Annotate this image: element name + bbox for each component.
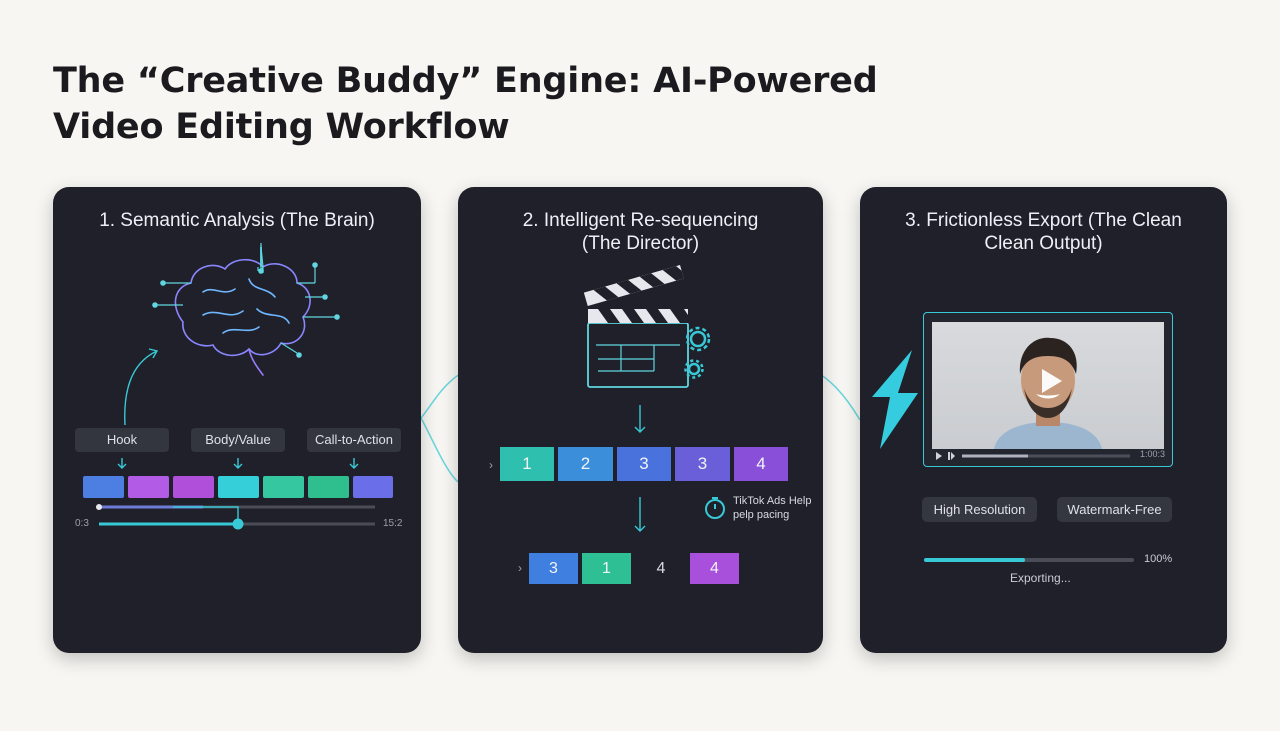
player-controls[interactable] (924, 449, 1172, 463)
export-progress-track (924, 558, 1134, 562)
arrow-down-icon (117, 458, 127, 469)
gear-icon (684, 326, 711, 379)
panel-re-sequencing: 2. Intelligent Re-sequencing (The Direct… (458, 187, 823, 653)
lightning-icon (872, 350, 918, 449)
panel2-title: 2. Intelligent Re-sequencing (The Direct… (468, 209, 813, 255)
clip-block (173, 476, 214, 498)
label-hook: Hook (75, 428, 169, 452)
player-time: 1:00:3 (1140, 449, 1166, 459)
play-icon[interactable] (1036, 366, 1066, 396)
title-line-1: The “Creative Buddy” Engine: AI-Powered (53, 61, 878, 101)
timeline-scrubber[interactable] (53, 497, 421, 537)
sequence-before-item: 1 (500, 447, 554, 481)
tiktok-tip: TikTok Ads Help pelp pacing (733, 494, 811, 522)
arrow-down-icon (233, 458, 243, 469)
label-call-to-action: Call-to-Action (307, 428, 401, 452)
panel-export: 3. Frictionless Export (The Clean Clean … (860, 187, 1227, 653)
panel-semantic-analysis: 1. Semantic Analysis (The Brain) (53, 187, 421, 653)
tag-watermark-free: Watermark-Free (1057, 497, 1172, 522)
clip-block (353, 476, 393, 498)
panel3-title-line-1: 3. Frictionless Export (The Clean (905, 210, 1182, 231)
tag-high-resolution: High Resolution (922, 497, 1037, 522)
export-status: Exporting... (1010, 571, 1071, 585)
chevron-right-icon: › (518, 561, 522, 575)
panel2-title-line-2: (The Director) (581, 233, 700, 254)
chevron-right-icon: › (489, 458, 493, 472)
stopwatch-icon (705, 497, 725, 519)
page-title: The “Creative Buddy” Engine: AI-Powered … (53, 58, 878, 150)
sequence-after-item: 4 (656, 560, 666, 577)
clip-block (83, 476, 124, 498)
panel3-title-line-2: Clean Output) (984, 233, 1103, 254)
sequence-before-item: 2 (558, 447, 613, 481)
feedback-arrow (124, 350, 158, 426)
clip-block (263, 476, 304, 498)
sequence-before-item: 3 (675, 447, 730, 481)
export-progress-label: 100% (1144, 553, 1173, 565)
sequence-after-item: 1 (582, 553, 631, 584)
arrow-down-icon (634, 405, 646, 433)
clip-block (218, 476, 259, 498)
brain-icon (124, 243, 340, 426)
sequence-before-item: 3 (617, 447, 671, 481)
clip-block (128, 476, 169, 498)
clip-block (308, 476, 349, 498)
play-small-icon (936, 452, 942, 460)
panel2-title-line-1: 2. Intelligent Re-sequencing (522, 210, 759, 231)
sequence-before-item: 4 (734, 447, 788, 481)
label-body-value: Body/Value (191, 428, 285, 452)
timeline-end-time: 15:2 (383, 518, 403, 529)
video-player[interactable]: 1:00:3 (923, 312, 1173, 467)
skip-icon (948, 452, 950, 460)
clapperboard-icon (583, 265, 711, 433)
arrow-down-icon (634, 497, 646, 532)
playhead (232, 518, 244, 530)
sequence-after-item: 4 (690, 553, 739, 584)
title-line-2: Video Editing Workflow (53, 107, 510, 147)
export-progress-fill (924, 558, 1025, 562)
tip-line-2: pelp pacing (733, 509, 790, 521)
tip-line-1: TikTok Ads Help (733, 495, 812, 507)
label-arrows (117, 458, 359, 469)
panel1-title: 1. Semantic Analysis (The Brain) (99, 210, 375, 231)
video-frame (932, 322, 1164, 449)
timeline-start-time: 0:3 (75, 518, 89, 529)
arrow-down-icon (349, 458, 359, 469)
sequence-after-item: 3 (529, 553, 578, 584)
person-thumbnail (994, 337, 1102, 449)
panel3-title: 3. Frictionless Export (The Clean Clean … (870, 209, 1217, 255)
